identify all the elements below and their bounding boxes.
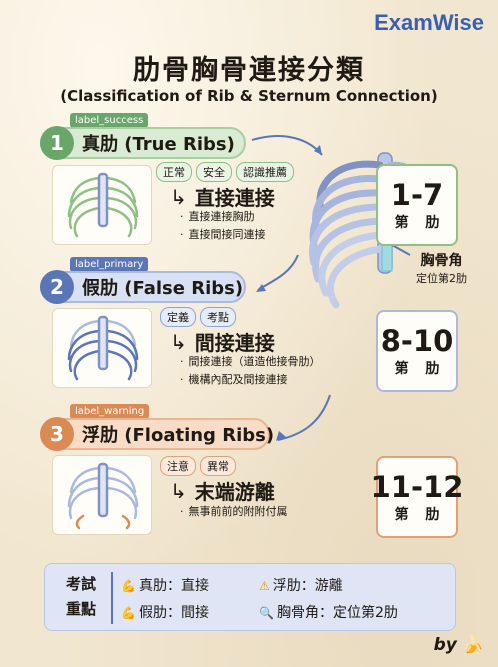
banana-icon: 🍌	[462, 635, 484, 655]
rib-unit: 第 肋	[394, 215, 446, 231]
bullet-list: 直接連接胸肋 直接間接同連接	[180, 208, 266, 244]
section-header: 3 浮肋 (Floating Ribs)	[40, 417, 274, 451]
chip: 認識推薦	[236, 162, 294, 182]
page-title: 肋骨胸骨連接分類	[133, 55, 365, 86]
list-item: 直接間接同連接	[180, 226, 266, 244]
section-header: 1 真肋 (True Ribs)	[40, 126, 246, 160]
connection-type: ↳ 直接連接	[170, 184, 275, 211]
list-item: 直接連接胸肋	[180, 208, 266, 226]
sternal-angle-label: 胸骨角 定位第2肋	[416, 253, 467, 285]
section-title: 假肋 (False Ribs)	[82, 278, 244, 299]
summary-item: 🔍胸骨角：定位第2肋	[259, 605, 398, 621]
bullet-list: 無事前前的附附付属	[180, 503, 288, 521]
page-subtitle: (Classification of Rib & Sternum Connect…	[60, 87, 438, 105]
exam-summary: 考試 重點 💪真肋：直接 ⚠浮肋：游離 💪假肋：間接 🔍胸骨角：定位第2肋	[44, 563, 456, 631]
bullet-list: 間接連接（道造他接骨肋） 機構內配及間接連接	[180, 353, 321, 389]
section-tag: label_success	[70, 113, 149, 128]
chip-group: 正常 安全 認識推薦	[156, 162, 294, 182]
divider	[111, 572, 113, 624]
rib-cage-icon	[67, 172, 139, 238]
chip: 考點	[200, 307, 236, 327]
rib-card	[52, 455, 152, 535]
summary-item: ⚠浮肋：游離	[259, 578, 343, 594]
rib-cage-icon	[67, 462, 139, 530]
chip-group: 定義 考點	[160, 307, 236, 327]
rib-unit: 第 肋	[394, 361, 446, 377]
section-number: 3	[40, 417, 74, 451]
chip: 定義	[160, 307, 196, 327]
rib-range: 8-10	[380, 324, 454, 358]
chip: 安全	[196, 162, 232, 182]
rib-number-box: 11-12 第 肋	[371, 456, 463, 538]
chip: 注意	[160, 456, 196, 476]
rib-card	[52, 308, 152, 388]
rib-cage-icon	[67, 315, 139, 381]
rib-number-box: 8-10 第 肋	[376, 310, 458, 392]
brand-logo: ExamWise	[374, 10, 484, 35]
list-item: 機構內配及間接連接	[180, 371, 321, 389]
search-icon: 🔍	[259, 606, 274, 620]
section-title: 浮肋 (Floating Ribs)	[82, 425, 275, 446]
section-tag: label_warning	[70, 404, 150, 419]
arrow-icon: ↳	[170, 329, 187, 354]
summary-item: 💪真肋：直接	[121, 578, 209, 594]
connection-type: ↳ 間接連接	[170, 329, 275, 356]
summary-label: 考試 重點	[65, 575, 96, 618]
rib-card	[52, 165, 152, 245]
rib-range: 1-7	[390, 178, 444, 212]
chip-group: 注意 異常	[160, 456, 236, 476]
list-item: 間接連接（道造他接骨肋）	[180, 353, 321, 371]
rib-unit: 第 肋	[394, 507, 446, 523]
rib-number-box: 1-7 第 肋	[376, 164, 458, 246]
byline: by 🍌	[433, 635, 484, 655]
list-item: 無事前前的附附付属	[180, 503, 288, 521]
rib-range: 11-12	[370, 470, 464, 504]
chip: 異常	[200, 456, 236, 476]
arrow-icon: ↳	[170, 184, 187, 209]
warning-icon: ⚠	[259, 579, 270, 593]
arrow-icon: ↳	[170, 478, 187, 503]
section-number: 2	[40, 270, 74, 304]
chip: 正常	[156, 162, 192, 182]
section-title: 真肋 (True Ribs)	[82, 134, 235, 155]
section-number: 1	[40, 126, 74, 160]
muscle-icon: 💪	[121, 606, 136, 620]
summary-item: 💪假肋：間接	[121, 605, 209, 621]
connection-type: ↳ 末端游離	[170, 478, 275, 505]
section-tag: label_primary	[70, 257, 149, 272]
section-header: 2 假肋 (False Ribs)	[40, 270, 246, 304]
muscle-icon: 💪	[121, 579, 136, 593]
